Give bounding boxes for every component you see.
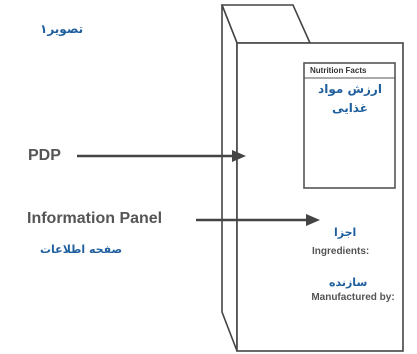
information-panel-label-fa: صفحه اطلاعات: [40, 243, 123, 256]
figure-title: تصویر۱: [40, 22, 84, 36]
pdp-arrow-head: [232, 150, 246, 162]
nutrition-facts-box: [303, 62, 396, 189]
manufacturer-label-fa: سازنده: [329, 276, 368, 289]
nutrition-facts-heading: Nutrition Facts: [310, 66, 367, 75]
ingredients-label: Ingredients:: [312, 246, 370, 257]
package-front-face: [221, 4, 238, 352]
ingredients-label-fa: اجزا: [334, 226, 357, 239]
information-panel-label: Information Panel: [27, 210, 163, 227]
nutrition-facts-heading-fa: ارزش مواد غذایی: [318, 82, 382, 115]
manufacturer-label: Manufactured by:: [311, 292, 395, 303]
info-panel-arrow-head: [306, 214, 320, 226]
pdp-label: PDP: [28, 147, 61, 164]
